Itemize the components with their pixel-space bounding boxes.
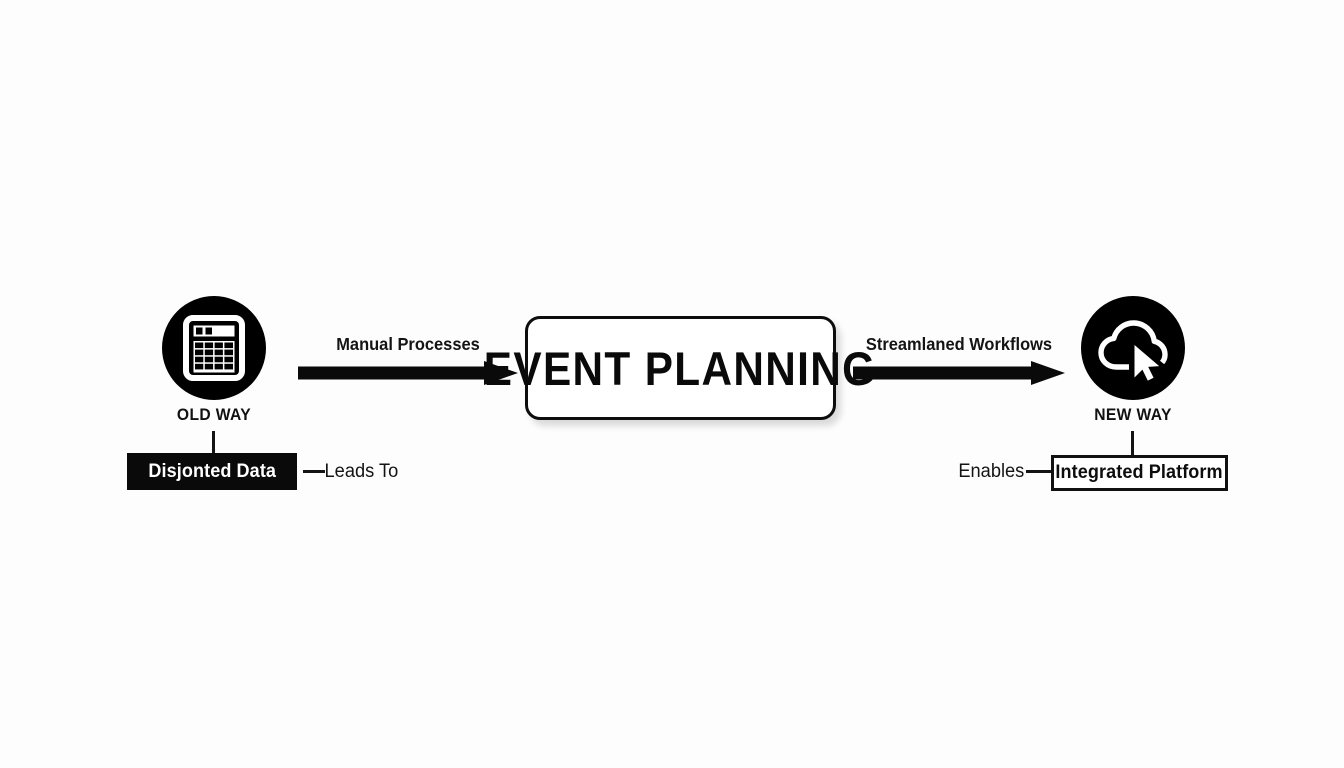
relation-leads-to: Leads To xyxy=(324,461,399,482)
enables-connector xyxy=(1026,470,1051,473)
new-way-caption: NEW WAY xyxy=(1094,405,1172,424)
right-arrow-group: Streamlaned Workflows xyxy=(853,334,1065,385)
left-arrow-group: Manual Processes xyxy=(298,334,518,385)
tag-disjointed-data-label: Disjonted Data xyxy=(148,460,276,482)
relation-enables: Enables xyxy=(958,461,1025,482)
right-pointing-arrow-icon xyxy=(298,361,518,385)
leads-to-connector xyxy=(303,470,325,473)
tag-integrated-platform[interactable]: Integrated Platform xyxy=(1051,455,1228,491)
right-arrow-label: Streamlaned Workflows xyxy=(865,334,1053,354)
old-way-icon-circle[interactable] xyxy=(162,296,266,400)
right-pointing-arrow-icon xyxy=(853,361,1065,385)
old-way-connector xyxy=(212,431,215,453)
new-way-icon-circle[interactable] xyxy=(1081,296,1185,400)
tag-disjointed-data[interactable]: Disjonted Data xyxy=(127,453,297,490)
new-way-connector xyxy=(1131,431,1134,455)
center-concept-title: EVENT PLANNING xyxy=(484,341,877,395)
center-concept-box[interactable]: EVENT PLANNING xyxy=(484,316,875,420)
cloud-cursor-icon xyxy=(1096,315,1170,381)
left-arrow-label: Manual Processes xyxy=(336,334,480,354)
tag-integrated-platform-label: Integrated Platform xyxy=(1055,462,1224,483)
calculator-icon xyxy=(183,315,245,381)
old-way-caption: OLD WAY xyxy=(176,405,252,424)
